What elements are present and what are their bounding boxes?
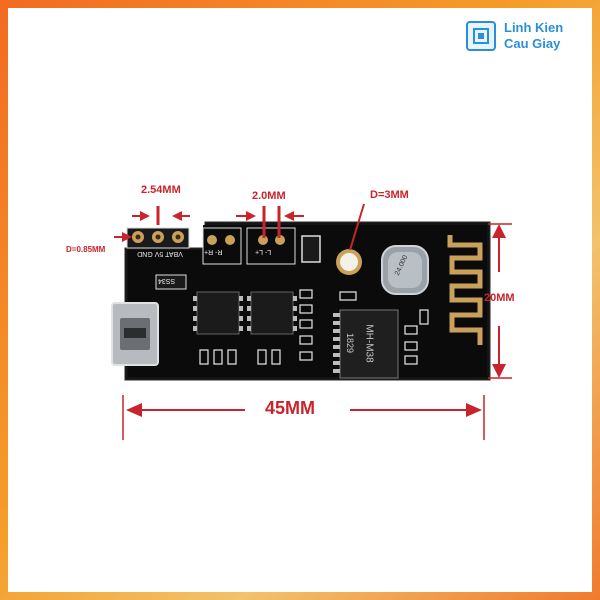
silk-left-channel: L- L+ xyxy=(255,248,272,255)
silk-pin-labels: VBAT 5V GND xyxy=(130,250,190,257)
silk-pin-gnd: GND xyxy=(137,250,153,257)
brand-logo: Linh Kien Cau Giay xyxy=(466,16,586,56)
label-hole-diameter: D=3MM xyxy=(370,189,409,201)
crystal xyxy=(381,245,429,295)
bluetooth-chip xyxy=(333,309,399,379)
label-height: 20MM xyxy=(484,292,515,304)
label-pad-diameter: D=0.85MM xyxy=(66,245,106,254)
silk-diode: SS34 xyxy=(158,277,176,284)
amp-chip-left xyxy=(193,291,243,335)
silk-pin-5v: 5V xyxy=(154,250,164,257)
capacitor xyxy=(301,235,321,263)
silk-chip-code: 1829 xyxy=(345,332,356,354)
chip-logo-icon xyxy=(466,21,496,51)
silk-pin-vbat: VBAT xyxy=(165,250,183,257)
micro-usb-port xyxy=(111,302,159,366)
silk-chip-main: MH-M38 xyxy=(363,324,375,363)
passive-components xyxy=(199,289,429,365)
dimension-arrows xyxy=(114,203,512,440)
antenna-trace xyxy=(447,235,483,345)
label-pin-pitch: 2.54MM xyxy=(141,184,181,196)
silk-right-channel: R- R+ xyxy=(204,248,223,255)
label-speaker-pitch: 2.0MM xyxy=(252,190,286,202)
pin-header xyxy=(126,227,190,249)
pcb-board xyxy=(111,221,491,381)
brand-name-line2: Cau Giay xyxy=(504,36,561,51)
label-length: 45MM xyxy=(265,398,316,418)
diode xyxy=(155,274,187,290)
brand-name-line1: Linh Kien xyxy=(504,20,564,35)
amp-chip-right xyxy=(247,291,297,335)
